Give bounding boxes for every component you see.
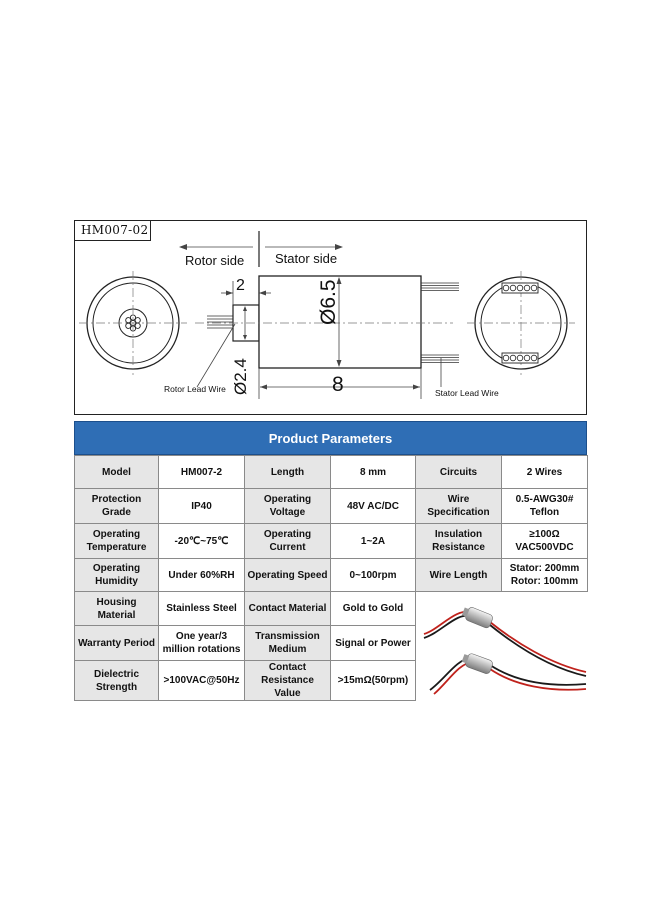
param-value: >15mΩ(50rpm) [330, 660, 416, 701]
param-value: 0~100rpm [330, 558, 416, 592]
rotor-lead-wire-label: Rotor Lead Wire [164, 384, 226, 394]
param-value: 0.5-AWG30# Teflon [501, 488, 588, 524]
param-label: Operating Current [244, 523, 331, 559]
param-value: 48V AC/DC [330, 488, 416, 524]
param-label: Operating Temperature [74, 523, 159, 559]
table-row: Warranty Period One year/3 million rotat… [74, 625, 588, 661]
param-value: 1~2A [330, 523, 416, 559]
param-value: Signal or Power [330, 625, 416, 661]
param-label: Warranty Period [74, 625, 159, 661]
stator-lead-wire-label: Stator Lead Wire [435, 388, 499, 398]
dimension-2-label: 2 [236, 277, 245, 294]
param-label: Model [74, 455, 159, 489]
param-value: HM007-2 [158, 455, 245, 489]
param-label: Insulation Resistance [415, 523, 502, 559]
params-table: Model HM007-2 Length 8 mm Circuits 2 Wir… [74, 455, 588, 701]
param-value: >100VAC@50Hz [158, 660, 245, 701]
slip-ring-upper [461, 607, 493, 629]
param-label: Circuits [415, 455, 502, 489]
table-row: Operating Humidity Under 60%RH Operating… [74, 558, 588, 592]
param-label: Contact Resistance Value [244, 660, 331, 701]
param-label: Wire Specification [415, 488, 502, 524]
param-label: Wire Length [415, 558, 502, 592]
params-title: Product Parameters [74, 421, 587, 455]
model-tag: HM007-02 [75, 221, 151, 241]
param-value: 2 Wires [501, 455, 588, 489]
dimension-diameter-2-4-label: Ø2.4 [231, 358, 250, 395]
photo-cell [415, 591, 588, 626]
stator-side-label: Stator side [275, 251, 338, 266]
table-row: Operating Temperature -20℃~75℃ Operating… [74, 523, 588, 559]
param-value: 8 mm [330, 455, 416, 489]
param-value: Stator: 200mm Rotor: 100mm [501, 558, 588, 592]
param-value: ≥100Ω VAC500VDC [501, 523, 588, 559]
param-label: Protection Grade [74, 488, 159, 524]
rotor-end-view [79, 271, 187, 375]
product-photo [423, 607, 587, 695]
rotor-side-label: Rotor side [185, 253, 245, 268]
product-parameters: Product Parameters Model HM007-2 Length … [74, 421, 588, 701]
dimension-length-label: 8 [332, 373, 344, 396]
dimension-diameter-6-5-label: Ø6.5 [317, 279, 340, 325]
param-label: Operating Speed [244, 558, 331, 592]
param-label: Length [244, 455, 331, 489]
param-label: Operating Voltage [244, 488, 331, 524]
param-label: Dielectric Strength [74, 660, 159, 701]
side-view [179, 231, 459, 399]
drawing-svg [79, 231, 575, 399]
param-label: Transmission Medium [244, 625, 331, 661]
param-label: Contact Material [244, 591, 331, 626]
param-label: Operating Humidity [74, 558, 159, 592]
param-value: -20℃~75℃ [158, 523, 245, 559]
slip-ring-lower [461, 653, 493, 674]
technical-drawing: HM007-02 [74, 220, 587, 415]
table-row: Model HM007-2 Length 8 mm Circuits 2 Wir… [74, 455, 588, 489]
param-value: Under 60%RH [158, 558, 245, 592]
param-value: IP40 [158, 488, 245, 524]
param-value: One year/3 million rotations [158, 625, 245, 661]
param-value: Stainless Steel [158, 591, 245, 626]
param-value: Gold to Gold [330, 591, 416, 626]
table-row: Protection Grade IP40 Operating Voltage … [74, 488, 588, 524]
param-label: Housing Material [74, 591, 159, 626]
stator-end-view [467, 271, 575, 375]
